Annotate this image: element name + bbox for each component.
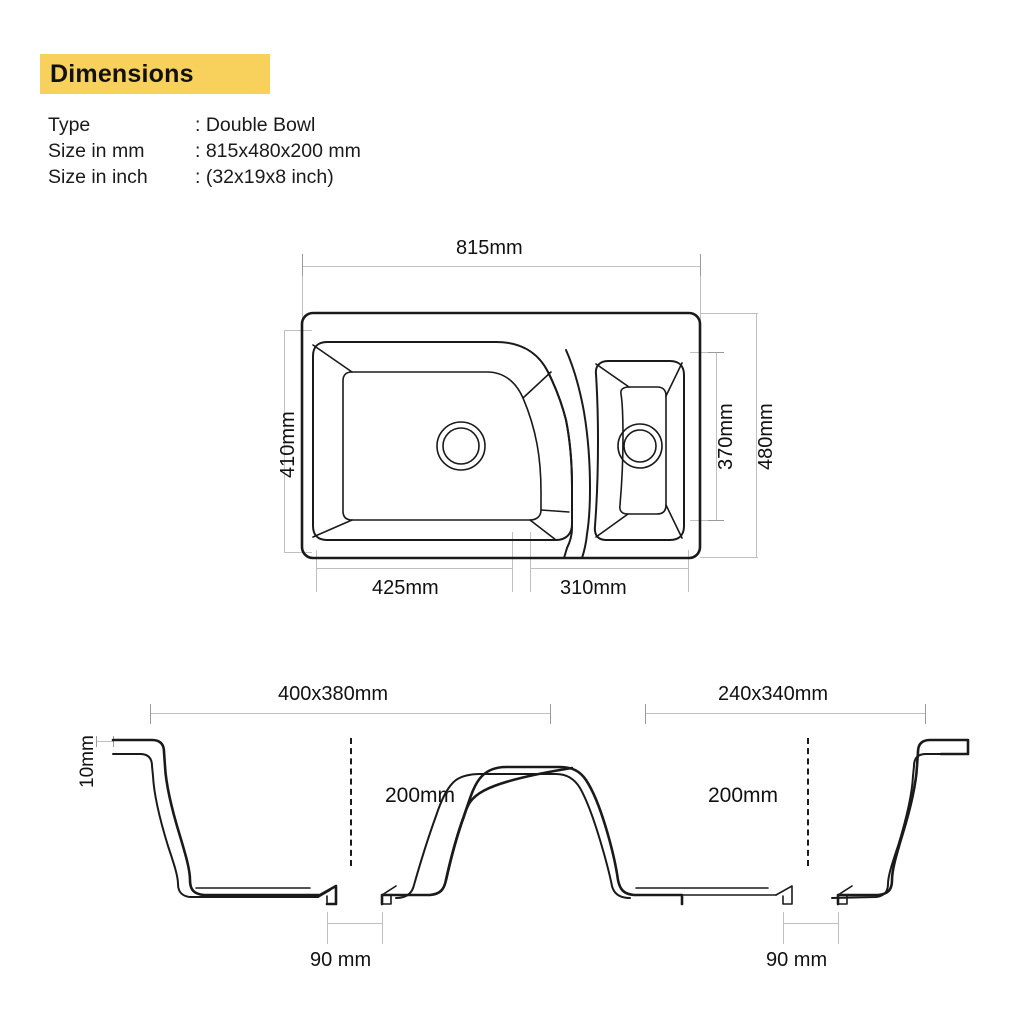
ext-line-310-right bbox=[688, 550, 689, 592]
spec-value-size-inch: : (32x19x8 inch) bbox=[195, 166, 334, 188]
ext-line-left-drain-a bbox=[327, 912, 328, 944]
right-bowl-bevel-tr bbox=[665, 362, 683, 397]
depth-dash-left bbox=[350, 738, 352, 866]
section-center-divider-outer bbox=[380, 766, 574, 906]
dim-line-815 bbox=[302, 266, 700, 267]
section-center-divider-top bbox=[444, 765, 684, 906]
section-left-inner-wall bbox=[112, 753, 331, 898]
dim-label-left-drain: 90 mm bbox=[310, 949, 372, 971]
dim-tick-370-bottom bbox=[708, 520, 724, 521]
left-bowl-inner-basin bbox=[342, 371, 542, 521]
ext-line-right-drain-a bbox=[783, 912, 784, 944]
section-center-divider-inner bbox=[395, 773, 631, 899]
sink-section-drawing bbox=[111, 738, 970, 906]
page-title: Dimensions bbox=[50, 59, 194, 88]
right-bowl-bevel-bl bbox=[595, 513, 629, 538]
depth-dash-right bbox=[807, 738, 809, 866]
left-bowl-bevel-tr bbox=[522, 371, 552, 399]
dim-line-right-bowl-size bbox=[645, 713, 925, 714]
section-left-outer-wall bbox=[111, 738, 338, 906]
cross-section-view: 400x380mm 240x340mm 10mm 200mm 200mm 90 … bbox=[0, 640, 1024, 1024]
dim-label-right-drain: 90 mm bbox=[766, 949, 828, 971]
ext-line-425-left bbox=[316, 550, 317, 592]
dim-line-10mm bbox=[96, 741, 114, 742]
top-plan-view: 815mm 480mm 370mm 410mm 425mm 310mm bbox=[277, 237, 777, 599]
dim-tick-left-bowl-size-right bbox=[550, 704, 551, 724]
dim-label-right-bowl-size: 240x340mm bbox=[718, 683, 829, 705]
left-bowl-bevel-tl bbox=[312, 344, 353, 373]
spec-row-type: Type : Double Bowl bbox=[48, 112, 361, 138]
section-right-inner-wall bbox=[831, 753, 942, 899]
ext-line-left-815 bbox=[302, 258, 303, 330]
dim-tick-right-bowl-size-left bbox=[645, 704, 646, 724]
dim-line-410 bbox=[284, 330, 285, 552]
dim-label-425: 425mm bbox=[372, 577, 439, 599]
spec-row-size-inch: Size in inch : (32x19x8 inch) bbox=[48, 164, 361, 190]
dim-line-425 bbox=[316, 568, 512, 569]
spec-value-type: : Double Bowl bbox=[195, 114, 316, 136]
ext-line-right-815 bbox=[700, 258, 701, 330]
dim-tick-10mm-right bbox=[113, 736, 114, 747]
ext-line-410-top bbox=[284, 330, 312, 331]
ext-line-425-right bbox=[512, 532, 513, 592]
left-bowl-bevel-bl bbox=[312, 519, 353, 538]
left-drain-inner-ring bbox=[442, 427, 480, 465]
dim-line-370 bbox=[716, 352, 717, 520]
bowl-divider-right-edge bbox=[565, 349, 591, 559]
dim-line-left-drain bbox=[327, 923, 382, 924]
dim-tick-10mm-left bbox=[96, 736, 97, 747]
spec-value-size-mm: : 815x480x200 mm bbox=[195, 140, 361, 162]
left-bowl-bevel-br2 bbox=[529, 519, 557, 541]
right-drain-lip-b bbox=[837, 885, 853, 905]
right-drain-lip-a bbox=[775, 885, 793, 905]
right-bowl-outer-rim bbox=[593, 360, 685, 541]
right-bowl-bevel-tl bbox=[595, 363, 630, 388]
dim-label-left-bowl-size: 400x380mm bbox=[278, 683, 389, 705]
left-drain-lip-b bbox=[381, 885, 397, 905]
ext-line-480-bottom bbox=[700, 557, 758, 558]
ext-line-310-left bbox=[530, 532, 531, 592]
right-bowl-bevel-br bbox=[665, 504, 683, 539]
spec-list: Type : Double Bowl Size in mm : 815x480x20… bbox=[48, 112, 361, 190]
header-band: Dimensions bbox=[40, 54, 270, 94]
right-drain-inner-ring bbox=[623, 429, 657, 463]
spec-row-size-mm: Size in mm : 815x480x200 mm bbox=[48, 138, 361, 164]
dim-label-310: 310mm bbox=[560, 577, 627, 599]
dim-label-left-depth: 200mm bbox=[385, 784, 456, 807]
dim-line-480 bbox=[756, 313, 757, 558]
dim-tick-right-bowl-size-right bbox=[925, 704, 926, 724]
right-bowl-inner-basin bbox=[619, 386, 667, 515]
dim-tick-815-left bbox=[302, 254, 303, 276]
spec-key-size-mm: Size in mm bbox=[48, 140, 145, 162]
dim-tick-370-top bbox=[708, 352, 724, 353]
dim-tick-815-right bbox=[700, 254, 701, 276]
ext-line-right-drain-b bbox=[838, 912, 839, 944]
dim-label-right-depth: 200mm bbox=[708, 784, 779, 807]
dim-line-right-drain bbox=[783, 923, 838, 924]
sink-plan-drawing bbox=[300, 311, 702, 560]
ext-line-370-top bbox=[690, 352, 720, 353]
ext-line-480-top bbox=[700, 313, 758, 314]
ext-line-410-bottom bbox=[284, 552, 312, 553]
dim-tick-left-bowl-size-left bbox=[150, 704, 151, 724]
bowl-divider-left-edge bbox=[547, 371, 573, 559]
sink-outer-body bbox=[300, 311, 702, 560]
spec-key-size-inch: Size in inch bbox=[48, 166, 148, 188]
ext-line-370-bottom bbox=[690, 520, 720, 521]
dim-line-310 bbox=[530, 568, 688, 569]
right-drain-outer-ring bbox=[617, 423, 663, 469]
dim-label-815: 815mm bbox=[456, 237, 523, 259]
spec-key-type: Type bbox=[48, 114, 91, 136]
left-drain-lip-a bbox=[319, 885, 337, 905]
ext-line-left-drain-b bbox=[382, 912, 383, 944]
left-drain-outer-ring bbox=[436, 421, 486, 471]
section-right-outer-wall bbox=[836, 738, 970, 906]
dim-line-left-bowl-size bbox=[150, 713, 550, 714]
left-bowl-bevel-br bbox=[540, 509, 570, 513]
